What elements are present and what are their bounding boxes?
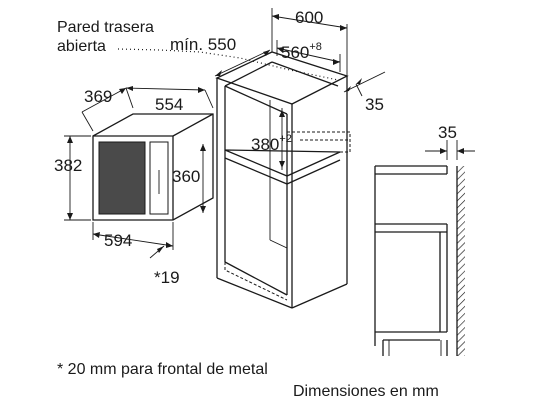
niche-height-tolerance: +2	[279, 133, 292, 145]
niche-width-label: 560+8	[281, 41, 322, 62]
cabinet-width-label: 600	[295, 8, 323, 27]
front-width-label: 594	[104, 231, 132, 250]
niche-height-label: 380+2	[251, 133, 292, 154]
oven-dimensions	[64, 86, 214, 259]
oven-depth-label: 369	[84, 87, 112, 106]
tall-cabinet-perspective-drawing	[215, 51, 351, 309]
niche-height-value: 380	[251, 135, 279, 154]
niche-width-tolerance: +8	[309, 41, 322, 53]
inner-height-label: 360	[172, 167, 200, 186]
oven-door-window	[98, 141, 146, 215]
front-note-label: *19	[154, 268, 180, 287]
cabinet-dimensions	[214, 8, 386, 170]
side-gap-label: 35	[365, 95, 384, 114]
units-note: Dimensiones en mm	[293, 383, 439, 400]
wall-gap-label: 35	[438, 123, 457, 142]
min-depth-label: mín. 550	[170, 35, 236, 54]
metal-front-footnote: * 20 mm para frontal de metal	[57, 361, 268, 378]
rear-wall-label-line2: abierta	[57, 38, 106, 55]
niche-width-value: 560	[281, 43, 309, 62]
oven-perspective-drawing	[92, 113, 214, 221]
oven-width-label: 554	[155, 95, 183, 114]
hatched-wall-pattern	[457, 166, 465, 356]
cabinet-side-section-drawing	[374, 140, 475, 356]
oven-height-label: 382	[54, 156, 82, 175]
rear-wall-label-line1: Pared trasera	[57, 19, 154, 36]
